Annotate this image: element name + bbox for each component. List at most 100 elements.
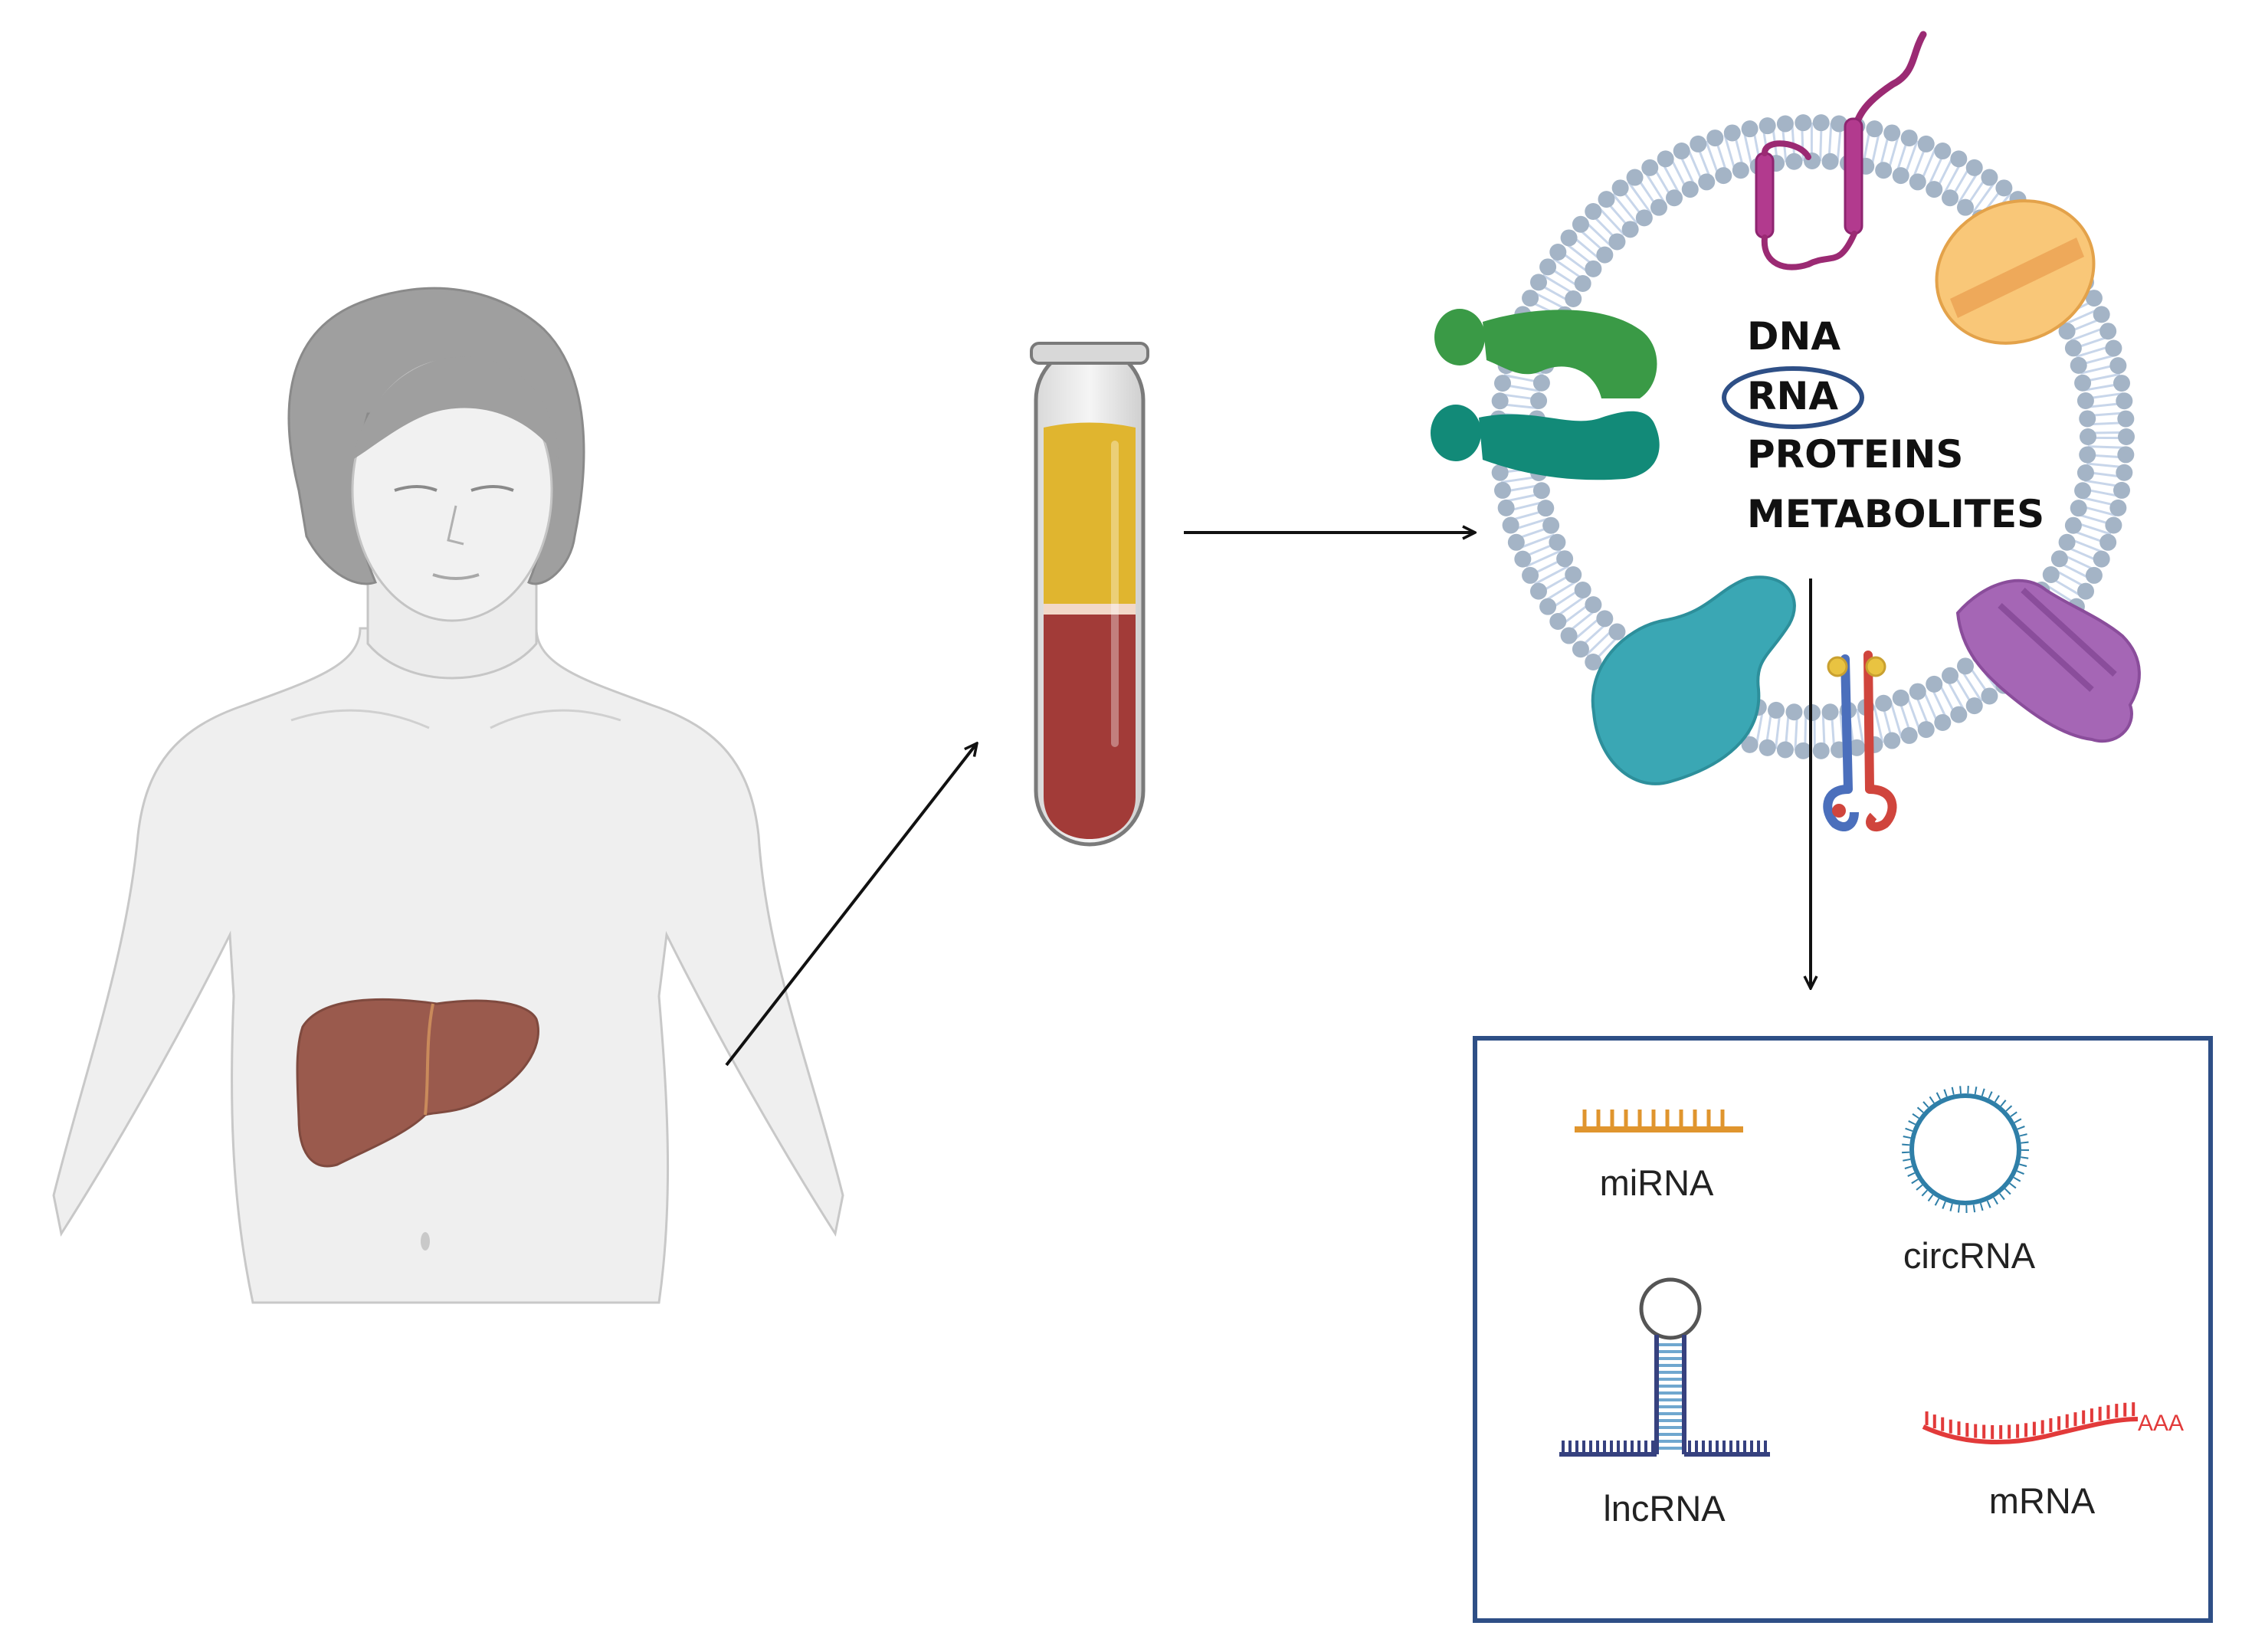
liver-ligament bbox=[424, 1003, 434, 1116]
membrane-bead bbox=[1821, 152, 1839, 170]
membrane-bead bbox=[1795, 114, 1812, 132]
membrane-bead bbox=[2109, 357, 2127, 375]
membrane-bead bbox=[1621, 221, 1639, 238]
membrane-bead bbox=[1785, 152, 1803, 170]
tube-highlight bbox=[1111, 441, 1119, 747]
membrane-bead bbox=[1532, 482, 1550, 500]
membrane-bead bbox=[2105, 516, 2122, 534]
membrane-bead bbox=[1909, 173, 1926, 191]
membrane-bead bbox=[1585, 202, 1602, 220]
membrane-bead bbox=[1549, 533, 1566, 551]
membrane-bead bbox=[1537, 500, 1555, 517]
tube-plasma-layer bbox=[1044, 422, 1136, 604]
membrane-bead bbox=[2099, 323, 2117, 340]
membrane-bead bbox=[1635, 209, 1653, 227]
membrane-bead bbox=[2093, 550, 2110, 568]
membrane-bead bbox=[1883, 732, 1901, 749]
cargo-metabolites-label: METABOLITES bbox=[1747, 492, 2044, 536]
membrane-bead bbox=[1565, 566, 1582, 583]
membrane-protein-green-icon bbox=[1431, 309, 1660, 480]
membrane-bead bbox=[1785, 703, 1803, 721]
membrane-bead bbox=[1715, 167, 1732, 185]
membrane-bead bbox=[2117, 410, 2135, 428]
membrane-bead bbox=[1608, 623, 1626, 641]
membrane-bead bbox=[1821, 703, 1839, 721]
lncrna-icon bbox=[1559, 1277, 1770, 1457]
tube-blood-layer bbox=[1044, 613, 1136, 839]
membrane-bead bbox=[1572, 641, 1589, 658]
cargo-rna-label: RNA bbox=[1747, 374, 1838, 418]
membrane-bead bbox=[1981, 169, 1998, 186]
membrane-bead bbox=[2116, 392, 2133, 410]
membrane-bead bbox=[1957, 198, 1975, 216]
patient-torso bbox=[52, 627, 844, 1304]
membrane-bead bbox=[1574, 582, 1591, 599]
membrane-bead bbox=[1596, 246, 1614, 264]
membrane-bead bbox=[1848, 739, 1866, 756]
membrane-bead bbox=[1934, 713, 1952, 731]
membrane-bead bbox=[1532, 374, 1550, 392]
membrane-bead bbox=[1812, 114, 1830, 132]
membrane-bead bbox=[1741, 120, 1759, 138]
membrane-bead bbox=[2070, 356, 2087, 374]
mirna-label: miRNA bbox=[1600, 1162, 1714, 1203]
membrane-bead bbox=[1598, 191, 1615, 208]
membrane-bead bbox=[1522, 290, 1539, 307]
membrane-bead bbox=[1917, 721, 1935, 739]
patient-nose bbox=[447, 505, 464, 546]
patient-mouth bbox=[432, 573, 480, 580]
membrane-bead bbox=[1768, 701, 1785, 719]
membrane-bead bbox=[2079, 446, 2096, 464]
membrane-bead bbox=[1892, 689, 1909, 706]
membrane-bead bbox=[1776, 115, 1794, 133]
membrane-protein-teal-icon bbox=[1591, 575, 1796, 785]
membrane-receptor-icon bbox=[1823, 651, 1897, 832]
membrane-bead bbox=[1892, 167, 1909, 185]
cargo-proteins-label: PROTEINS bbox=[1747, 432, 1963, 477]
membrane-protein-magenta-icon bbox=[1755, 31, 1927, 270]
membrane-bead bbox=[1981, 687, 1998, 705]
membrane-bead bbox=[1560, 627, 1578, 644]
membrane-bead bbox=[1530, 392, 1548, 410]
membrane-bead bbox=[1529, 274, 1547, 291]
membrane-bead bbox=[1585, 654, 1602, 671]
patient-navel bbox=[421, 1232, 430, 1250]
membrane-bead bbox=[1698, 173, 1716, 191]
patient-eye-right bbox=[470, 485, 514, 492]
mrna-label: mRNA bbox=[1989, 1480, 2096, 1521]
membrane-bead bbox=[1759, 117, 1776, 135]
membrane-bead bbox=[1608, 233, 1626, 251]
membrane-bead bbox=[1491, 392, 1509, 410]
membrane-bead bbox=[1909, 683, 1926, 700]
membrane-bead bbox=[1542, 516, 1560, 534]
membrane-bead bbox=[1585, 260, 1602, 277]
membrane-bead bbox=[2080, 428, 2096, 445]
rna-box-frame bbox=[1473, 1036, 2213, 1623]
membrane-bead bbox=[1556, 550, 1574, 568]
membrane-bead bbox=[1942, 189, 1958, 207]
membrane-bead bbox=[1549, 612, 1567, 630]
membrane-bead bbox=[1812, 742, 1830, 759]
membrane-bead bbox=[2076, 392, 2094, 410]
membrane-bead bbox=[2077, 582, 2095, 600]
membrane-bead bbox=[1950, 706, 1968, 723]
membrane-bead bbox=[1529, 582, 1547, 600]
membrane-bead bbox=[1681, 181, 1699, 198]
membrane-bead bbox=[2076, 464, 2094, 481]
membrane-bead bbox=[1866, 120, 1883, 138]
membrane-bead bbox=[1641, 159, 1659, 176]
patient-illustration bbox=[52, 287, 844, 1304]
membrane-bead bbox=[2064, 339, 2082, 357]
blood-tube-icon bbox=[1030, 342, 1149, 847]
membrane-bead bbox=[1759, 739, 1776, 756]
mirna-icon bbox=[1575, 1110, 1743, 1132]
membrane-bead bbox=[1723, 124, 1741, 142]
membrane-bead bbox=[1917, 135, 1935, 152]
patient-collarbones bbox=[290, 709, 621, 729]
membrane-bead bbox=[1883, 124, 1901, 142]
membrane-bead bbox=[1942, 667, 1958, 684]
membrane-bead bbox=[1957, 657, 1975, 675]
membrane-bead bbox=[1514, 550, 1532, 568]
membrane-protein-orange-icon bbox=[1935, 199, 2096, 345]
membrane-bead bbox=[2109, 499, 2127, 516]
